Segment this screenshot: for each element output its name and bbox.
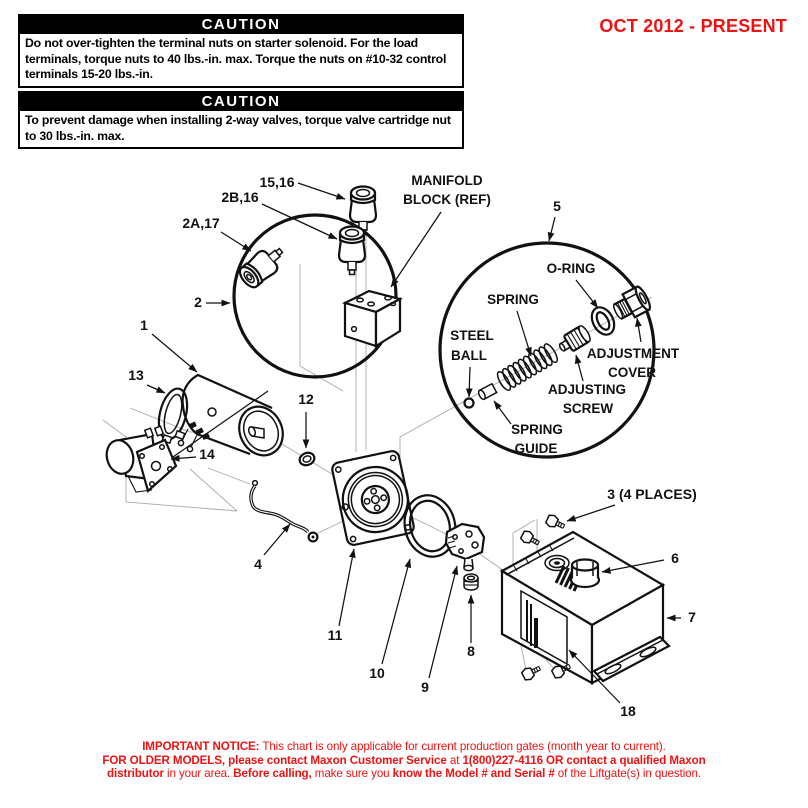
notice-line3-bold1: distributor bbox=[107, 767, 164, 780]
ground-wire bbox=[249, 479, 319, 543]
notice-line2-bold1: FOR OLDER MODELS, please contact Maxon C… bbox=[102, 753, 447, 767]
important-notice: IMPORTANT NOTICE: This chart is only app… bbox=[0, 740, 808, 781]
label-manifold-block-line2: BLOCK (REF) bbox=[403, 192, 491, 207]
notice-line-1: IMPORTANT NOTICE: This chart is only app… bbox=[0, 740, 808, 754]
label-spring-guide-line1: SPRING bbox=[511, 422, 563, 437]
caution-1-title: CAUTION bbox=[20, 16, 462, 34]
label-spring-guide-line2: GUIDE bbox=[515, 441, 558, 456]
relief-valve-detail-circle bbox=[438, 241, 656, 459]
notice-line1-text: This chart is only applicable for curren… bbox=[259, 740, 666, 753]
callout-15-16: 15,16 bbox=[259, 174, 294, 190]
reservoir-tank bbox=[499, 514, 671, 685]
callout-2b-16: 2B,16 bbox=[221, 189, 259, 205]
pump-adapter-plate bbox=[331, 450, 415, 546]
adjustment-cover bbox=[612, 285, 651, 321]
notice-line3-text2: make sure you bbox=[311, 767, 393, 780]
notice-line3-bold2: Before calling, bbox=[233, 767, 312, 780]
label-adjustment-cover-line2: COVER bbox=[608, 365, 656, 380]
callout-4: 4 bbox=[254, 556, 262, 572]
label-manifold-block-line1: MANIFOLD bbox=[411, 173, 482, 188]
callout-2: 2 bbox=[194, 294, 202, 310]
notice-line-2: FOR OLDER MODELS, please contact Maxon C… bbox=[0, 754, 808, 768]
callout-11: 11 bbox=[328, 627, 343, 643]
callout-13: 13 bbox=[128, 367, 144, 383]
callout-1: 1 bbox=[140, 317, 148, 333]
callout-5: 5 bbox=[553, 198, 561, 214]
tank-screws bbox=[519, 514, 571, 681]
valve-15-16 bbox=[348, 185, 378, 236]
manifold-block bbox=[341, 289, 403, 348]
breather-cap bbox=[569, 558, 601, 589]
date-range-title: OCT 2012 - PRESENT bbox=[599, 16, 787, 36]
label-steel-ball-line2: BALL bbox=[451, 348, 487, 363]
valve-2a-17 bbox=[238, 247, 284, 289]
notice-line3-bold3: know the Model # and Serial # bbox=[392, 767, 555, 780]
label-steel-ball-line1: STEEL bbox=[450, 328, 494, 343]
leader-arrows bbox=[146, 182, 681, 704]
caution-box-1: CAUTION Do not over-tighten the terminal… bbox=[18, 14, 464, 88]
caution-box-2: CAUTION To prevent damage when installin… bbox=[18, 91, 464, 149]
notice-line1-bold: IMPORTANT NOTICE: bbox=[142, 740, 260, 753]
notice-line-3: distributor in your area. Before calling… bbox=[0, 767, 808, 781]
callout-10: 10 bbox=[369, 665, 385, 681]
callout-6: 6 bbox=[671, 550, 679, 566]
label-adjusting-screw-line2: SCREW bbox=[563, 401, 614, 416]
label-spring: SPRING bbox=[487, 292, 539, 307]
notice-line3-text1: in your area. bbox=[163, 767, 234, 780]
caution-1-body: Do not over-tighten the terminal nuts on… bbox=[25, 36, 447, 81]
starter-solenoid bbox=[105, 425, 178, 493]
callout-18: 18 bbox=[620, 703, 636, 719]
plug bbox=[463, 573, 479, 591]
callout-14: 14 bbox=[199, 446, 215, 462]
callout-7: 7 bbox=[688, 609, 696, 625]
motor bbox=[177, 373, 284, 457]
filler-boss bbox=[544, 554, 570, 572]
callout-3: 3 (4 PLACES) bbox=[607, 486, 696, 502]
motor-terminal-studs bbox=[177, 421, 210, 453]
callout-12: 12 bbox=[298, 391, 314, 407]
caution-2-title: CAUTION bbox=[20, 93, 462, 111]
caution-2-body: To prevent damage when installing 2-way … bbox=[25, 113, 451, 143]
tank-label bbox=[520, 589, 568, 666]
relief-valve-parts bbox=[463, 285, 651, 409]
strap bbox=[157, 387, 189, 445]
steel-ball bbox=[463, 397, 475, 409]
callout-2a-17: 2A,17 bbox=[182, 215, 220, 231]
notice-line2-text1: at bbox=[446, 753, 463, 767]
spring-guide bbox=[477, 382, 498, 401]
valve-detail-circle bbox=[232, 213, 398, 379]
valve-2b-16 bbox=[337, 225, 367, 276]
label-adjusting-screw-line1: ADJUSTING bbox=[548, 382, 626, 397]
gear-plate bbox=[444, 522, 486, 572]
callout-9: 9 bbox=[421, 679, 429, 695]
tank-mounting-flange bbox=[592, 635, 671, 683]
label-adjustment-cover-line1: ADJUSTMENT bbox=[587, 346, 680, 361]
label-o-ring: O-RING bbox=[547, 261, 596, 276]
pump-o-ring bbox=[403, 494, 457, 558]
notice-line2-bold2: 1(800)227-4116 OR contact a qualified Ma… bbox=[462, 753, 706, 767]
callout-8: 8 bbox=[467, 643, 475, 659]
adjusting-screw bbox=[558, 325, 591, 352]
seal bbox=[298, 451, 316, 467]
notice-line3-text3: of the Liftgate(s) in question. bbox=[554, 767, 701, 780]
